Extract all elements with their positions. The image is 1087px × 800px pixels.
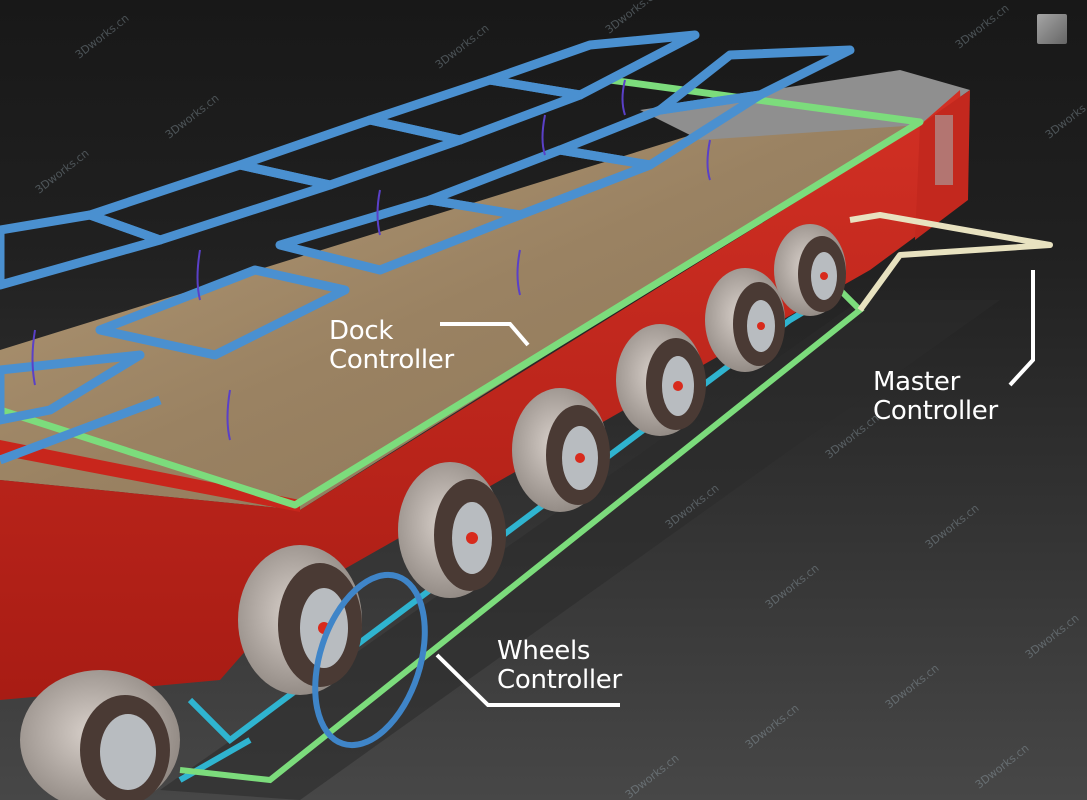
master-label-line2: Controller — [873, 396, 998, 426]
master-label-line1: Master — [873, 367, 960, 397]
wheels-callout-line — [435, 653, 620, 707]
green-ground-controller — [179, 287, 865, 784]
wheels-label-line2: Controller — [497, 665, 622, 695]
wheels-label-line1: Wheels — [497, 636, 591, 666]
dock-controller-label: Dock Controller — [329, 317, 454, 375]
master-callout-line — [1008, 270, 1035, 387]
master-controller-path — [849, 212, 1053, 312]
master-controller-label: Master Controller — [873, 368, 998, 426]
trailer-deck — [0, 95, 920, 510]
dock-callout-line — [440, 322, 530, 347]
trailer-frame — [0, 90, 965, 700]
wheels-controller-label: Wheels Controller — [497, 637, 622, 695]
wheels — [20, 224, 846, 800]
dock-label-line1: Dock — [329, 316, 394, 346]
dock-label-line2: Controller — [329, 345, 454, 375]
dock-controller-frames — [0, 30, 855, 465]
green-deck-controller — [0, 76, 924, 509]
wheels-controller-ring — [312, 571, 428, 749]
viewcube-icon[interactable] — [1037, 14, 1067, 44]
